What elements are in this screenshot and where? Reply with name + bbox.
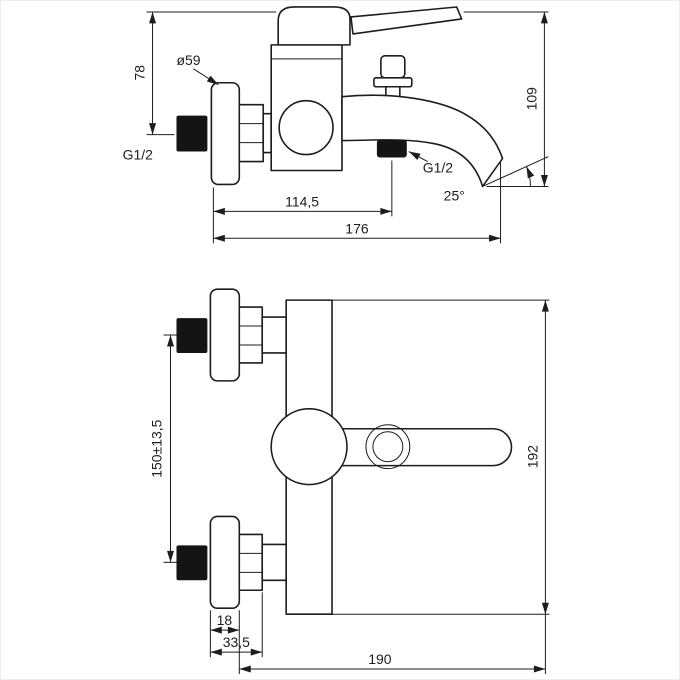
inlet-stub-bottom (261, 543, 287, 582)
angle-label-25: 25° (444, 187, 465, 203)
angle-arc (525, 166, 535, 187)
dim-label-dia59: ø59 (176, 52, 200, 68)
lever-hub (277, 6, 351, 46)
cartridge-circle-front (270, 407, 348, 486)
wall-flange-top (209, 288, 241, 382)
hex-nut (238, 103, 265, 163)
thread-label-wall: G1/2 (123, 147, 153, 163)
dim-label-190: 190 (368, 651, 392, 667)
dim-label-176: 176 (345, 220, 369, 236)
thread-label-spout: G1/2 (423, 159, 453, 175)
dim-label-109: 109 (523, 87, 539, 111)
dim-label-192: 192 (524, 445, 540, 469)
diverter-inner-circle (372, 431, 404, 463)
leader-line (408, 151, 428, 162)
dim-label-33-5: 33,5 (223, 634, 250, 650)
wall-fitting-block (176, 115, 208, 152)
front-view-drawing (176, 288, 513, 615)
wall-fitting-block-bottom (176, 545, 208, 581)
diverter-knob (380, 55, 406, 79)
wall-flange (210, 81, 241, 186)
dim-label-150: 150±13,5 (149, 419, 165, 477)
cartridge-circle (278, 99, 334, 156)
side-view-dimensions: 78 ø59 G1/2 109 25° G1/2 114,5 176 (123, 11, 549, 244)
hex-nut-bottom (238, 533, 264, 592)
diverter-outer-circle (365, 424, 411, 470)
wall-flange-bottom (209, 515, 241, 610)
spout-thread-block (376, 139, 407, 158)
inlet-stub-top (261, 316, 287, 354)
dim-label-78: 78 (132, 65, 148, 81)
hex-nut-top (238, 306, 264, 364)
front-view-dimensions: 150±13,5 192 18 33,5 190 (149, 299, 550, 675)
dim-label-18: 18 (217, 612, 233, 628)
diverter-flange (373, 76, 413, 88)
angle-line (482, 156, 549, 187)
inlet-stub (262, 112, 273, 154)
lever-handle (350, 6, 463, 35)
side-view-drawing (176, 6, 504, 188)
dim-label-114-5: 114,5 (285, 193, 319, 209)
leader-line (193, 68, 219, 86)
wall-fitting-block-top (176, 318, 208, 353)
